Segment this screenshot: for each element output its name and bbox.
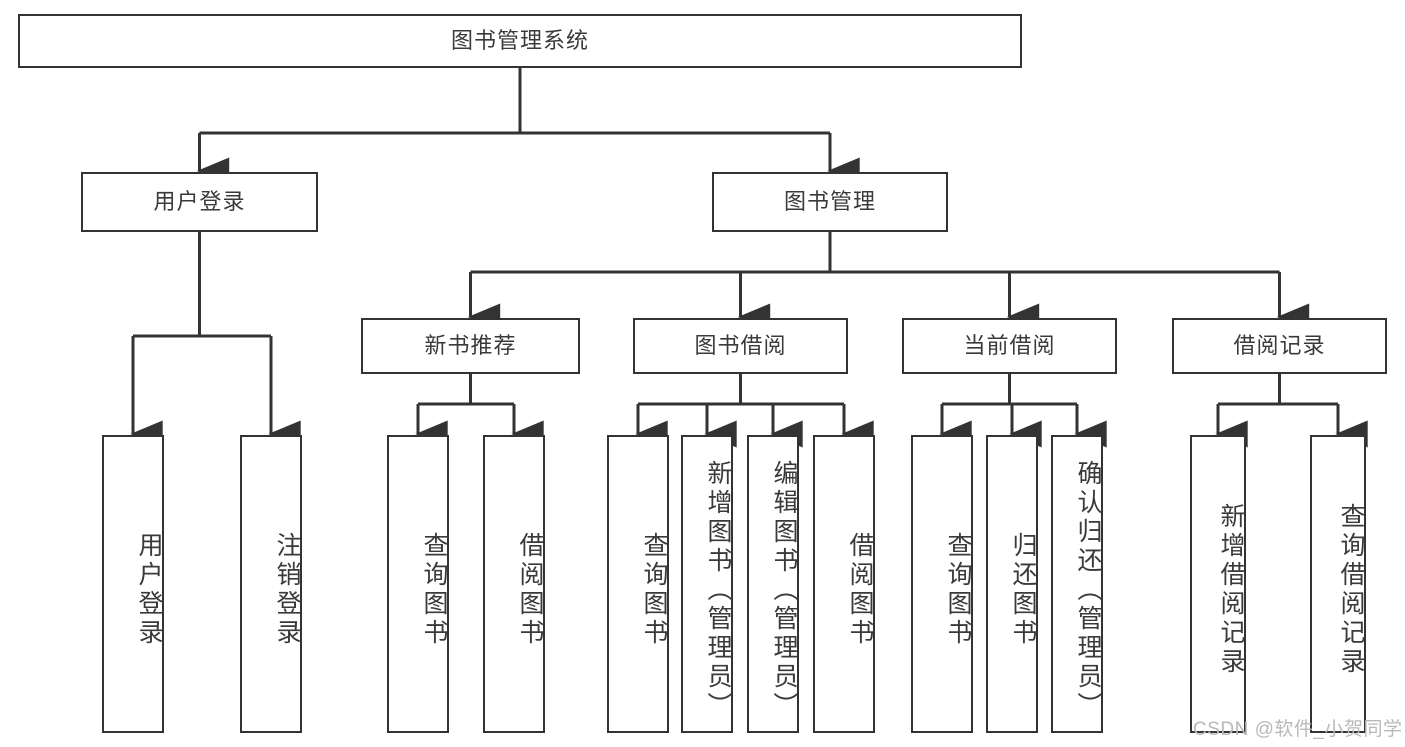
csdn-watermark: CSDN @软件_小贺同学 — [1193, 719, 1403, 740]
node-label: 新增借阅记录 — [1217, 503, 1245, 677]
node-label: 查询图书 — [944, 532, 972, 648]
node-leaf-10[interactable]: 确认归还（管理员） — [1051, 435, 1103, 733]
node-leaf-3[interactable]: 借阅图书 — [483, 435, 545, 733]
node-label: 借阅图书 — [846, 532, 874, 648]
node-level2-3[interactable]: 借阅记录 — [1172, 318, 1387, 374]
node-label: 图书管理 — [783, 188, 876, 214]
node-root-图书管理系统[interactable]: 图书管理系统 — [18, 14, 1022, 68]
node-level2-0[interactable]: 新书推荐 — [361, 318, 580, 374]
node-label: 查询图书 — [420, 532, 448, 648]
node-label: 归还图书 — [1009, 532, 1037, 648]
node-leaf-7[interactable]: 借阅图书 — [813, 435, 875, 733]
node-label: 查询借阅记录 — [1337, 503, 1365, 677]
node-label: 当前借阅 — [963, 332, 1056, 358]
node-label: 借阅图书 — [516, 532, 544, 648]
node-level1-0[interactable]: 用户登录 — [81, 172, 318, 232]
node-label: 编辑图书（管理员） — [770, 459, 798, 721]
node-leaf-9[interactable]: 归还图书 — [986, 435, 1038, 733]
node-leaf-1[interactable]: 注销登录 — [240, 435, 302, 733]
node-leaf-12[interactable]: 查询借阅记录 — [1310, 435, 1366, 733]
node-level1-1[interactable]: 图书管理 — [712, 172, 948, 232]
node-leaf-2[interactable]: 查询图书 — [387, 435, 449, 733]
node-level2-1[interactable]: 图书借阅 — [633, 318, 848, 374]
node-label: 新书推荐 — [424, 332, 517, 358]
node-leaf-0[interactable]: 用户登录 — [102, 435, 164, 733]
node-label: 图书管理系统 — [450, 27, 589, 53]
node-label: 注销登录 — [273, 532, 301, 648]
node-leaf-4[interactable]: 查询图书 — [607, 435, 669, 733]
node-level2-2[interactable]: 当前借阅 — [902, 318, 1117, 374]
node-label: 新增图书（管理员） — [704, 459, 732, 721]
node-leaf-5[interactable]: 新增图书（管理员） — [681, 435, 733, 733]
node-leaf-8[interactable]: 查询图书 — [911, 435, 973, 733]
node-label: 确认归还（管理员） — [1074, 459, 1102, 721]
node-label: 查询图书 — [640, 532, 668, 648]
node-label: 图书借阅 — [694, 332, 787, 358]
node-label: 借阅记录 — [1233, 332, 1326, 358]
node-leaf-11[interactable]: 新增借阅记录 — [1190, 435, 1246, 733]
node-label: 用户登录 — [153, 188, 246, 214]
node-label: 用户登录 — [135, 532, 163, 648]
node-leaf-6[interactable]: 编辑图书（管理员） — [747, 435, 799, 733]
